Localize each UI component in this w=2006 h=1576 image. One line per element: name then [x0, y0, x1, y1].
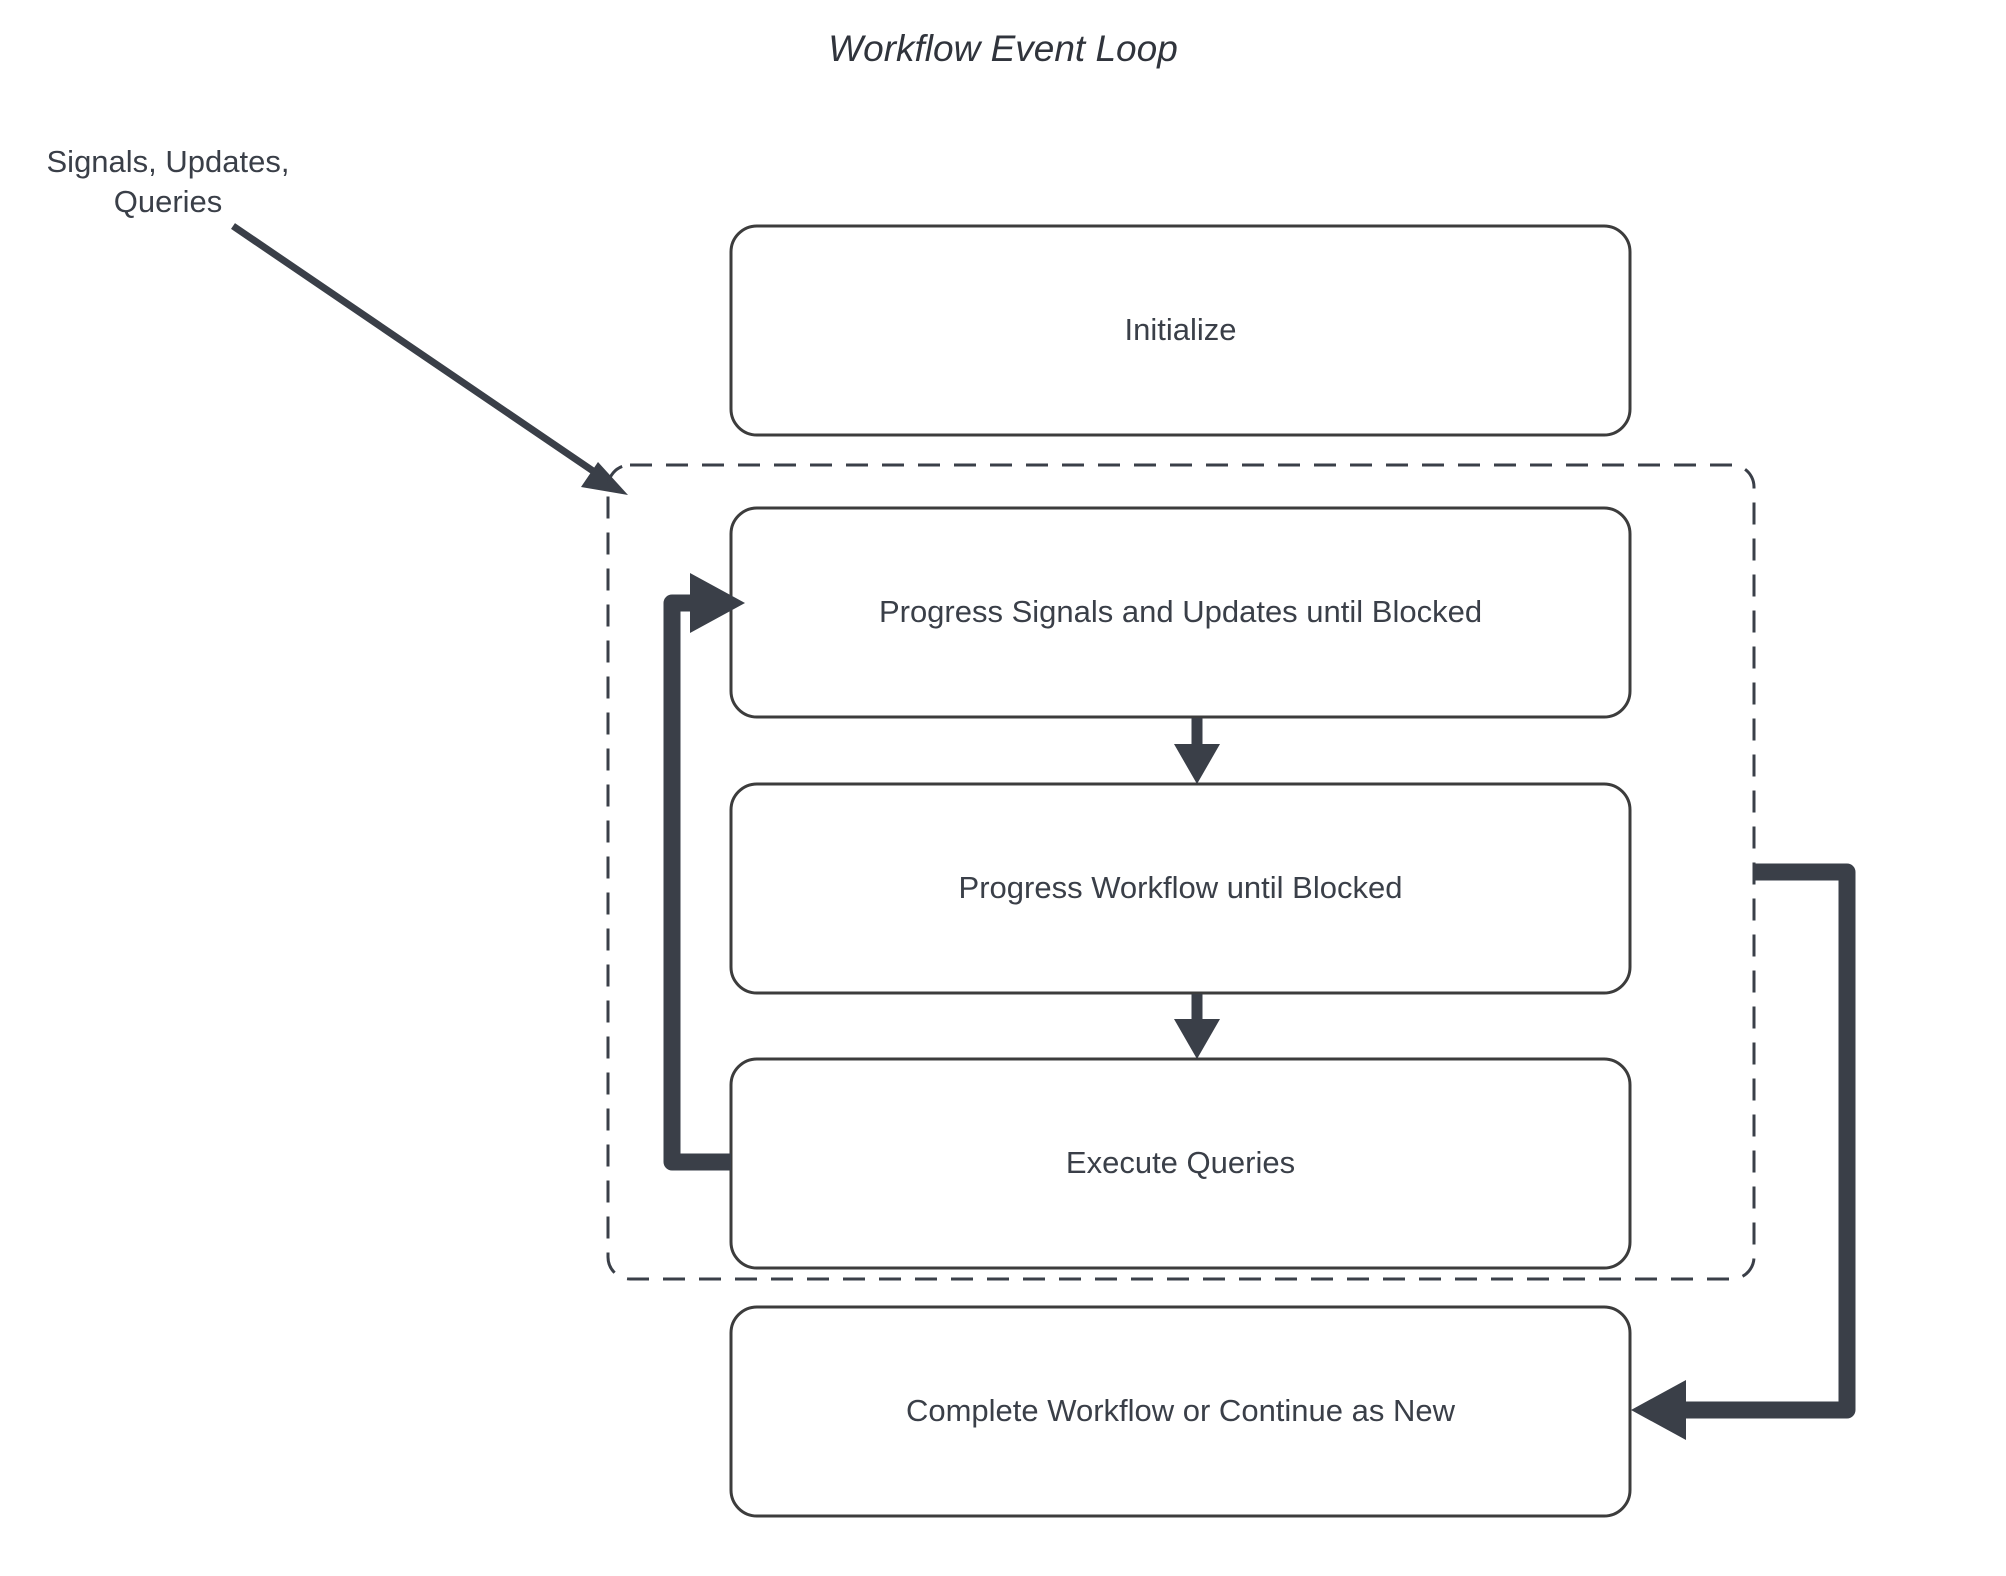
- edge-loop-to-complete: [1631, 863, 1856, 1440]
- edge-workflow-to-queries: [1174, 994, 1220, 1059]
- node-progress-workflow-box[interactable]: [729, 782, 1632, 995]
- node-initialize-box[interactable]: [729, 224, 1632, 437]
- input-arrow: [231, 223, 628, 495]
- edge-signals-to-workflow: [1174, 718, 1220, 784]
- page-title: Workflow Event Loop: [828, 28, 1178, 69]
- node-execute-queries-box[interactable]: [729, 1057, 1632, 1270]
- input-edge-label: Signals, Updates, Queries: [18, 142, 318, 223]
- input-edge-label-line2: Queries: [113, 184, 223, 220]
- node-progress-signals-box[interactable]: [729, 506, 1632, 719]
- node-complete-workflow-box[interactable]: [729, 1305, 1632, 1518]
- edge-queries-back-to-signals: [663, 573, 745, 1171]
- input-edge-label-line1: Signals, Updates,: [46, 144, 290, 179]
